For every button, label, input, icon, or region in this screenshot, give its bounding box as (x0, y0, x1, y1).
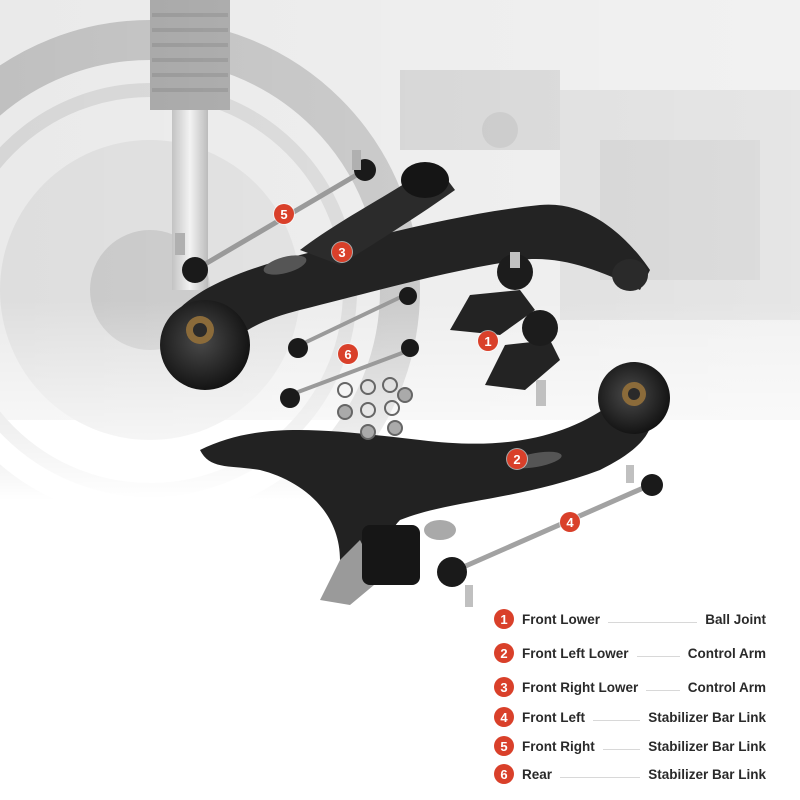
legend-divider (593, 719, 641, 721)
legend-position: Front Left (522, 709, 585, 725)
legend-position: Front Right Lower (522, 679, 639, 695)
legend-number: 3 (494, 677, 514, 697)
callout-1: 1 (478, 331, 498, 351)
legend-divider (636, 655, 680, 657)
legend-row-6: 6 Rear Stabilizer Bar Link (494, 761, 768, 787)
stabilizer-link-rear (280, 287, 419, 408)
legend-row-2: 2 Front Left Lower Control Arm (494, 640, 768, 666)
legend-part-name: Stabilizer Bar Link (648, 738, 766, 754)
legend-row-3: 3 Front Right Lower Control Arm (494, 674, 768, 700)
callout-6: 6 (338, 344, 358, 364)
callout-2: 2 (507, 449, 527, 469)
legend-position: Front Lower (522, 611, 600, 627)
legend-divider (602, 748, 641, 750)
legend-position: Rear (522, 766, 553, 782)
legend-number: 2 (494, 643, 514, 663)
legend-divider (608, 621, 698, 623)
legend-number: 1 (494, 609, 514, 629)
callout-3: 3 (332, 242, 352, 262)
legend-number: 5 (494, 736, 514, 756)
legend-row-5: 5 Front Right Stabilizer Bar Link (494, 733, 768, 759)
stabilizer-link-front-left (437, 465, 663, 607)
legend-row-4: 4 Front Left Stabilizer Bar Link (494, 704, 768, 730)
control-arm-front-left (200, 362, 670, 605)
legend-part-name: Control Arm (687, 679, 766, 695)
legend-part-name: Control Arm (687, 645, 766, 661)
legend-part-name: Stabilizer Bar Link (648, 766, 766, 782)
legend-row-1: 1 Front Lower Ball Joint (494, 606, 768, 632)
legend-number: 6 (494, 764, 514, 784)
hardware-nuts-washers (337, 377, 413, 440)
legend-part-name: Stabilizer Bar Link (648, 709, 766, 725)
legend-position: Front Left Lower (522, 645, 629, 661)
legend-part-name: Ball Joint (705, 611, 766, 627)
ball-joints (450, 252, 560, 406)
legend-divider (560, 776, 641, 778)
legend-position: Front Right (522, 738, 595, 754)
control-arm-front-right (160, 162, 650, 390)
callout-5: 5 (274, 204, 294, 224)
legend-divider (646, 689, 680, 691)
legend-number: 4 (494, 707, 514, 727)
callout-4: 4 (560, 512, 580, 532)
